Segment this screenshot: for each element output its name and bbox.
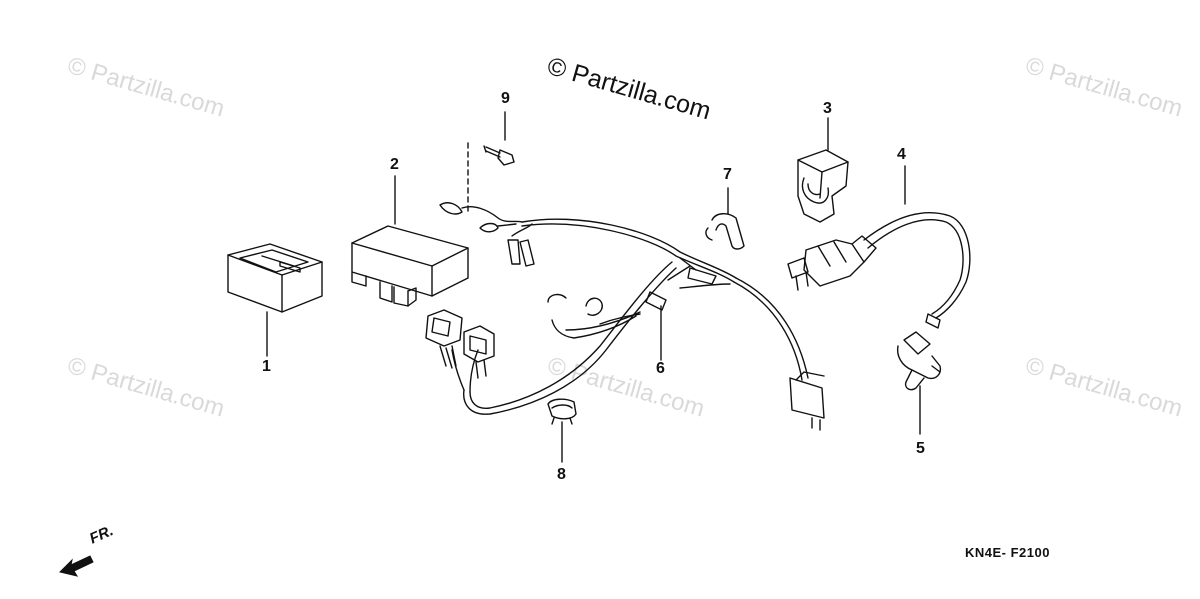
callout-1: 1 [262, 358, 271, 375]
part-5-plug-cap [896, 331, 942, 391]
callout-2: 2 [390, 156, 399, 173]
part-8-clamp [547, 398, 577, 425]
callout-8: 8 [557, 466, 566, 483]
front-arrow-icon [59, 555, 94, 577]
diagram-code: KN4E- F2100 [965, 545, 1050, 560]
harness-connectors [425, 309, 495, 379]
part-9-bolt [483, 145, 515, 166]
part-2-cdi [351, 225, 469, 307]
callout-3: 3 [823, 100, 832, 117]
part-1-cover [227, 243, 323, 313]
part-3-mount [797, 149, 849, 223]
part-7-clamp [705, 213, 745, 250]
callout-4: 4 [897, 146, 906, 163]
callout-6: 6 [656, 360, 665, 377]
callout-9: 9 [501, 90, 510, 107]
callout-5: 5 [916, 440, 925, 457]
callout-7: 7 [723, 166, 732, 183]
part-4-ignition-coil [787, 212, 971, 329]
part-6-harness [451, 218, 825, 431]
